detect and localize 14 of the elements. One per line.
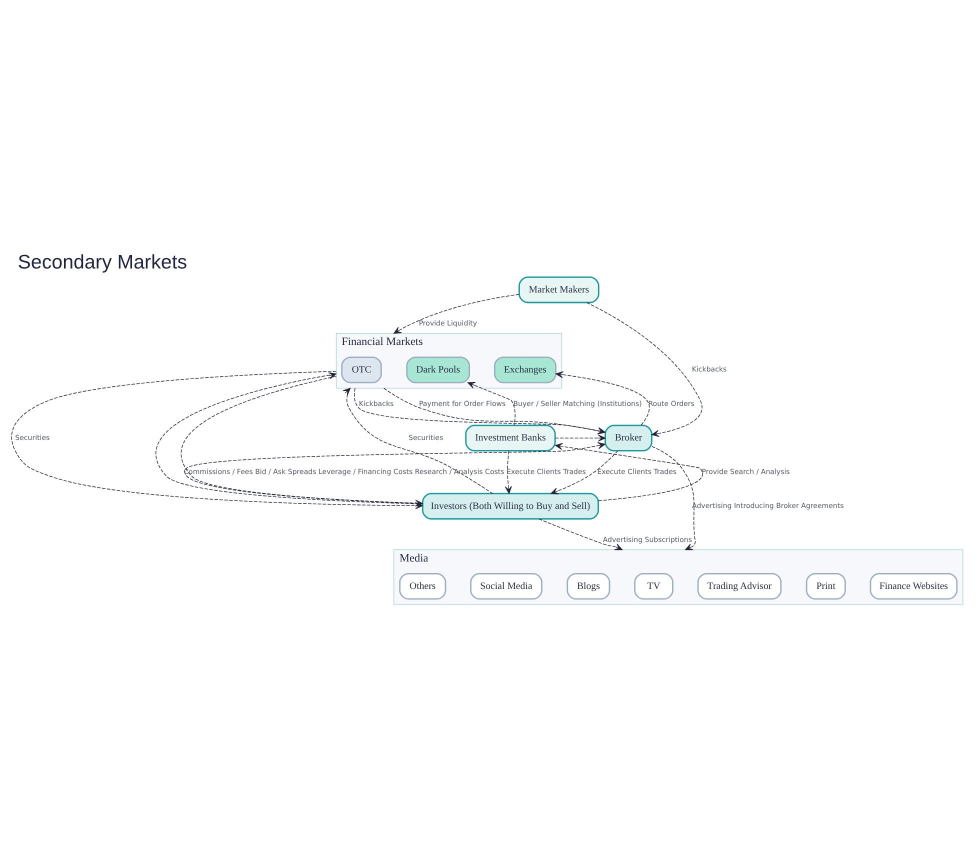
edge-label: Buyer / Seller Matching (Institutions) <box>513 398 642 408</box>
edge-label: Kickbacks <box>358 398 394 408</box>
edge-label: Securities <box>408 432 444 442</box>
edge-label: Securities <box>15 432 50 442</box>
edge-label: Route Orders <box>648 398 694 408</box>
edge-label: Payment for Order Flows <box>419 398 506 408</box>
edge-label: Execute Clients Trades <box>597 466 677 476</box>
edge-label: Provide Search / Analysis <box>702 466 790 476</box>
diagram-title: Secondary Markets <box>18 251 188 274</box>
edge-label: Advertising Introducing Broker Agreements <box>692 500 844 510</box>
edge-label: Advertising Subscriptions <box>602 535 692 544</box>
edge-label: Provide Liquidity <box>418 318 478 328</box>
edge-label: Execute Clients Trades <box>506 466 586 476</box>
edge-label: Kickbacks <box>692 364 727 374</box>
